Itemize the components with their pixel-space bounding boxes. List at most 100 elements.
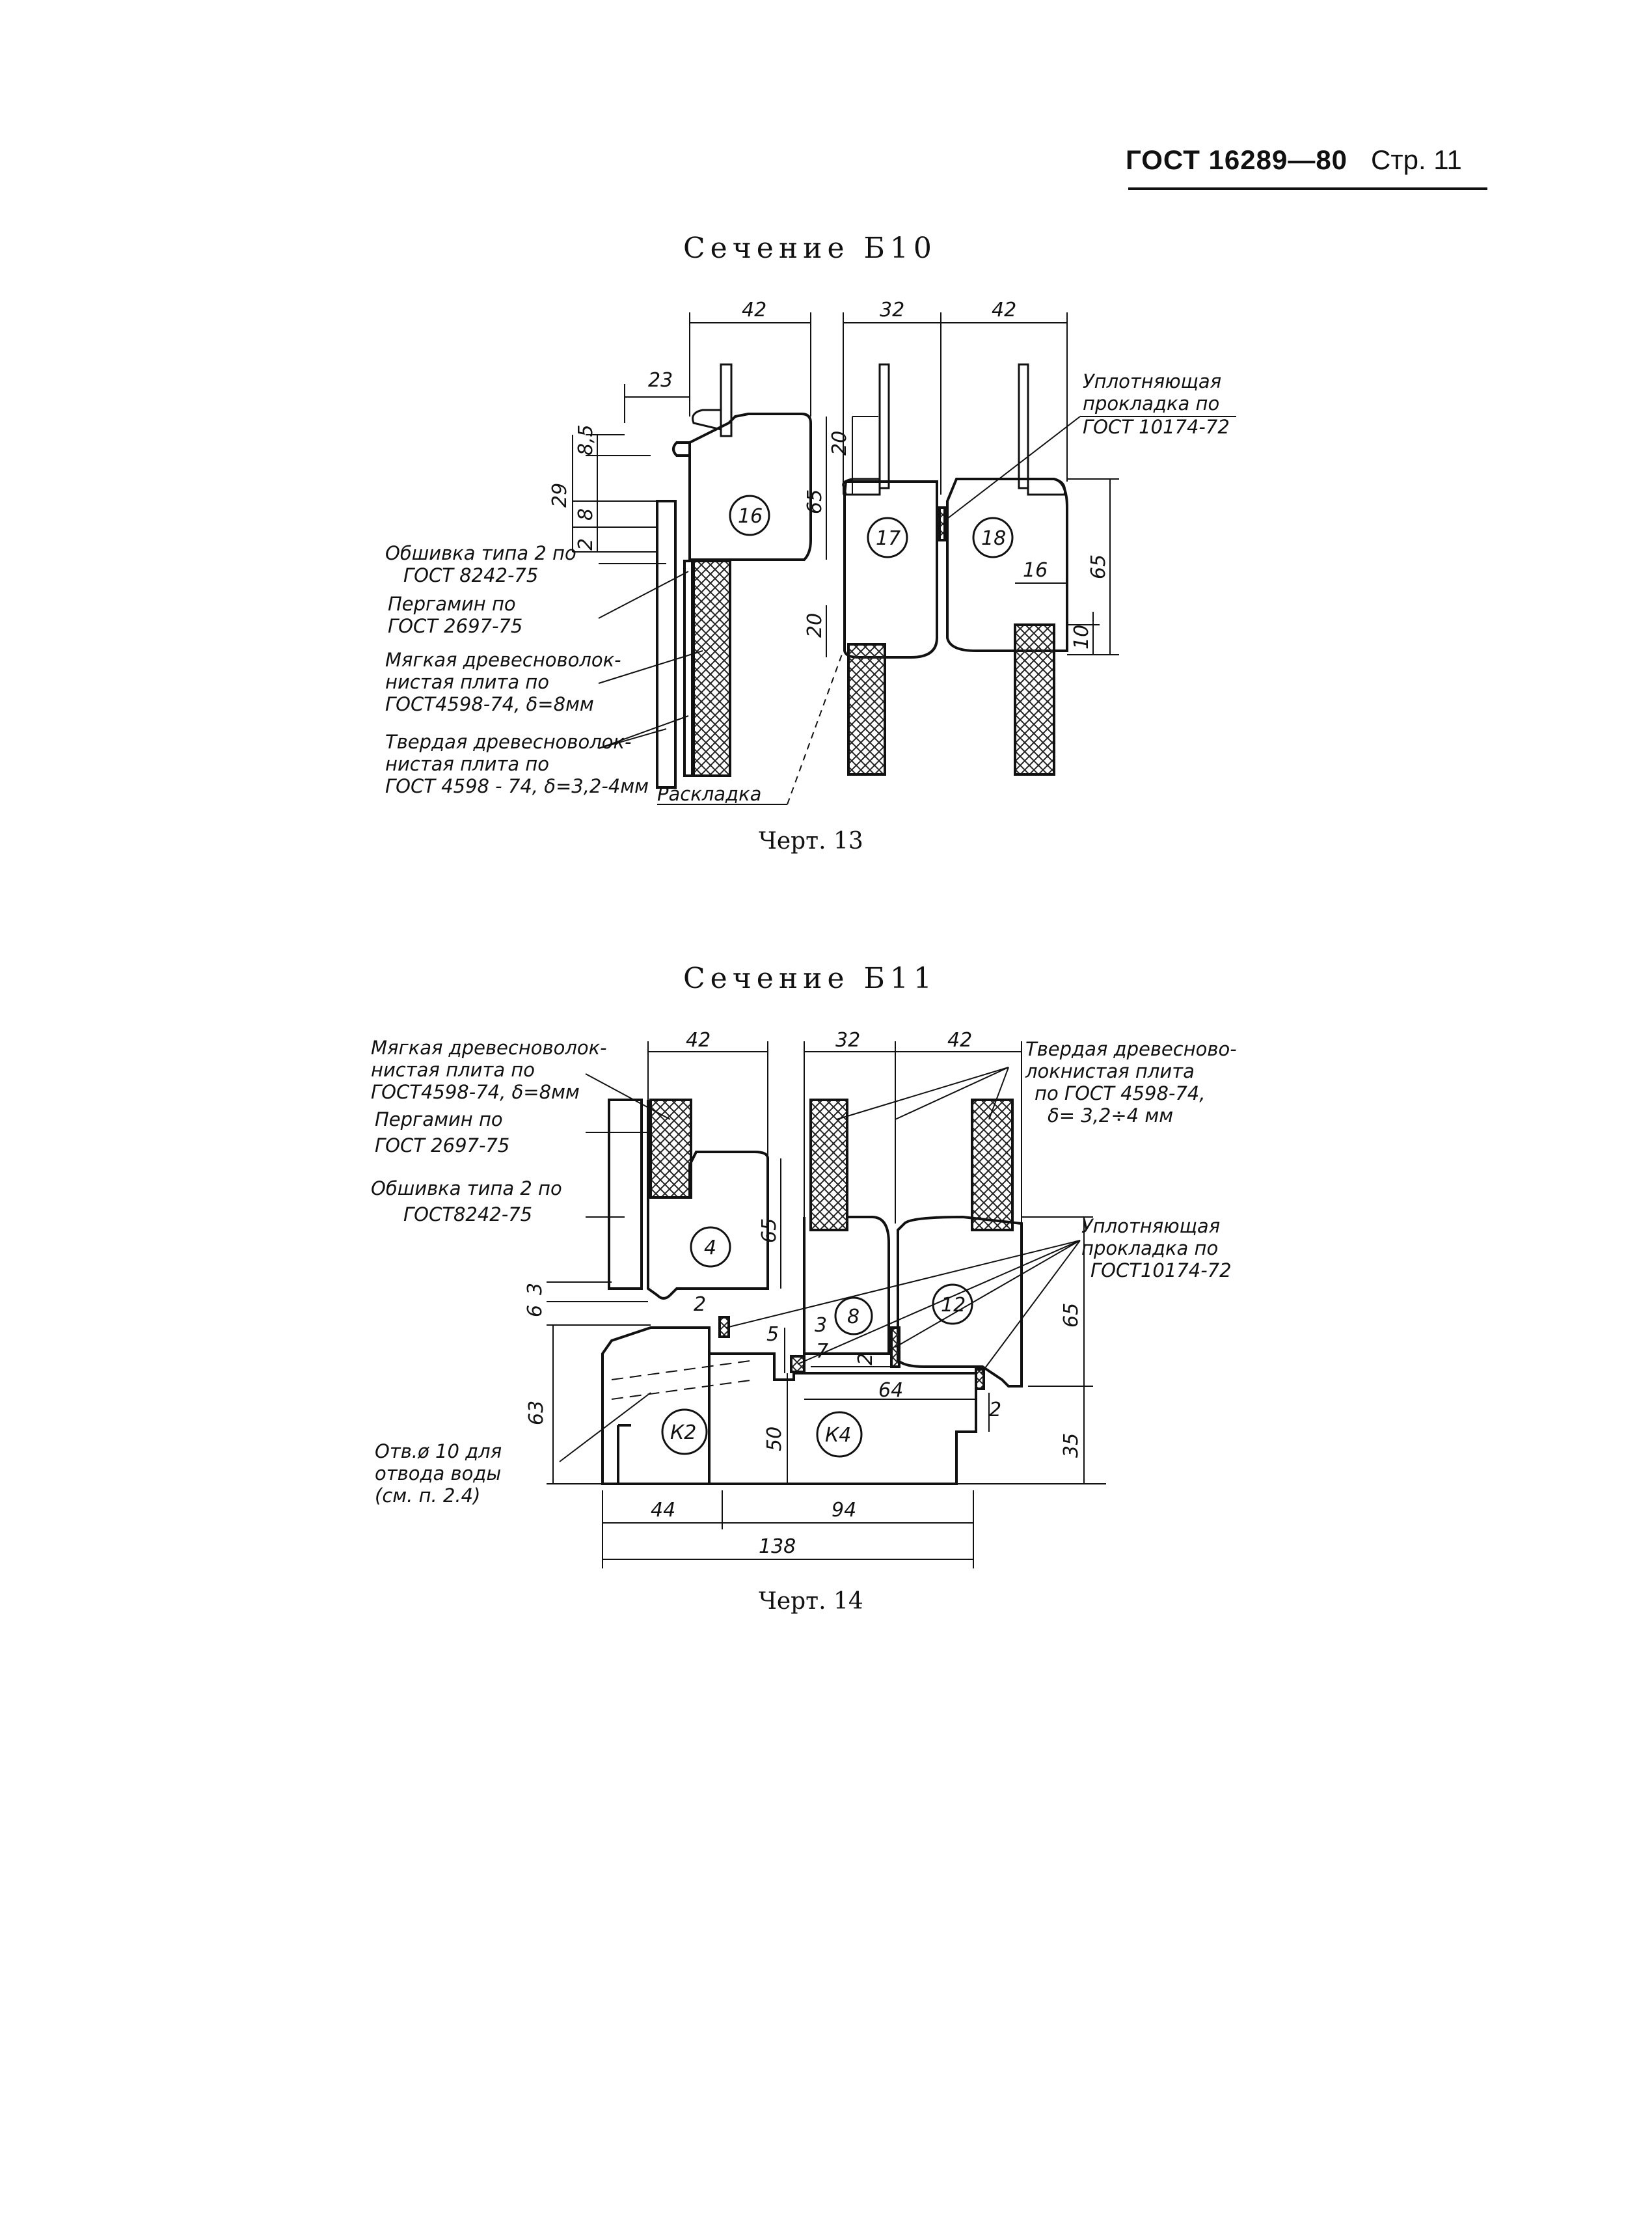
fig14-frame-k4 bbox=[709, 1352, 977, 1485]
fig13-panel-hard bbox=[683, 560, 694, 777]
fig13-dim-20a: 20 bbox=[828, 431, 851, 456]
fig14-cladding-l1: Обшивка типа 2 по bbox=[371, 1177, 562, 1199]
fig13-glass-18 bbox=[1018, 363, 1029, 489]
fig14-seal-l1: Уплотняющая bbox=[1081, 1215, 1220, 1237]
fig13-dim-8: 8 bbox=[575, 508, 597, 521]
fig14-part-12-circle bbox=[932, 1283, 973, 1325]
fig14-dim-35: 35 bbox=[1060, 1433, 1083, 1458]
fig13-dimension-text: 42 32 42 23 8,5 29 8 2 20 65 20 16 65 10… bbox=[385, 299, 1230, 805]
fig14-dim-44: 44 bbox=[651, 1499, 675, 1522]
fig13-cladding-l1: Обшивка типа 2 по bbox=[385, 542, 576, 564]
fig13-drip bbox=[672, 441, 690, 457]
fig13-bead-label: Раскладка bbox=[657, 783, 761, 805]
fig14-dim-2a: 2 bbox=[694, 1293, 706, 1316]
fig13-soft-l3: ГОСТ4598-74, δ=8мм bbox=[385, 693, 594, 715]
fig13-part-16-circle bbox=[729, 495, 770, 536]
fig14-dim-2c: 2 bbox=[989, 1399, 1001, 1421]
fig13-sash-16 bbox=[688, 413, 812, 561]
fig14-dim-32: 32 bbox=[835, 1029, 860, 1052]
fig14-title: Сечение Б11 bbox=[683, 962, 937, 995]
fig13-dim-2: 2 bbox=[575, 538, 597, 551]
fig14-cladding bbox=[608, 1099, 643, 1290]
fig13-seal-l1: Уплотняющая bbox=[1083, 370, 1221, 392]
fig14-dimension-text: 42 32 42 65 6 3 2 63 5 3 7 2 64 50 2 65 … bbox=[371, 1029, 1237, 1558]
fig14-dim-6: 6 bbox=[524, 1305, 547, 1317]
fig14-drain-hole bbox=[611, 1360, 755, 1400]
fig14-sash-8 bbox=[803, 1216, 890, 1355]
fig13-seal bbox=[938, 506, 946, 541]
fig14-part-4-circle bbox=[690, 1226, 731, 1268]
fig14-caption: Черт. 14 bbox=[759, 1588, 863, 1615]
fig13-dim-65a: 65 bbox=[804, 489, 826, 514]
fig14-hard-l4: δ= 3,2÷4 мм bbox=[1048, 1104, 1173, 1127]
fig13-dim-20b: 20 bbox=[804, 613, 826, 638]
fig14-dim-64: 64 bbox=[878, 1379, 903, 1402]
fig14-hard-l1: Твердая древесново- bbox=[1025, 1038, 1237, 1060]
fig13-dim-42b: 42 bbox=[992, 299, 1016, 321]
fig14-seal-l2: прокладка по bbox=[1081, 1237, 1218, 1259]
fig14-dim-63: 63 bbox=[525, 1401, 548, 1425]
fig13-hard-l3: ГОСТ 4598 - 74, δ=3,2-4мм bbox=[385, 775, 649, 797]
fig14-hard-l2: локнистая плита bbox=[1025, 1060, 1195, 1082]
fig14-seal-l3: ГОСТ10174-72 bbox=[1090, 1259, 1232, 1281]
fig14-sash-4 bbox=[647, 1100, 769, 1300]
fig13-dim-42a: 42 bbox=[742, 299, 766, 321]
fig13-seal-l2: прокладка по bbox=[1083, 392, 1219, 415]
fig14-dim-5: 5 bbox=[766, 1323, 779, 1346]
fig14-part-8-circle bbox=[834, 1296, 873, 1335]
fig14-part-4: 4 bbox=[704, 1237, 716, 1259]
fig14-panel-12 bbox=[971, 1099, 1014, 1231]
fig13-part-16: 16 bbox=[738, 505, 763, 528]
fig13-hard-l1: Твердая древесноволок- bbox=[385, 731, 632, 753]
fig13-dim-16: 16 bbox=[1023, 559, 1048, 582]
fig14-dim-2b: 2 bbox=[854, 1353, 877, 1365]
fig14-dim-3b: 3 bbox=[815, 1314, 827, 1337]
fig13-dim-65b: 65 bbox=[1087, 554, 1110, 579]
fig14-dim-3a: 3 bbox=[524, 1283, 547, 1295]
fig14-part-k2-circle bbox=[661, 1408, 708, 1455]
fig14-dim-65b: 65 bbox=[1060, 1303, 1083, 1328]
fig13-part-18: 18 bbox=[981, 527, 1006, 550]
fig13-soft-l2: нистая плита по bbox=[385, 671, 549, 693]
fig13-panel-soft bbox=[692, 560, 731, 777]
fig13-dim-10: 10 bbox=[1070, 625, 1093, 650]
fig14-dim-7: 7 bbox=[816, 1340, 828, 1363]
fig13-dim-29: 29 bbox=[548, 483, 571, 508]
fig14-soft-l1: Мягкая древесноволок- bbox=[371, 1037, 607, 1059]
fig14-part-8: 8 bbox=[847, 1306, 860, 1328]
fig14-dim-94: 94 bbox=[832, 1499, 856, 1522]
fig13-drawing bbox=[656, 363, 1068, 789]
fig13-dim-8-5: 8,5 bbox=[575, 424, 597, 456]
fig14-pergamin-l1: Пергамин по bbox=[375, 1108, 503, 1130]
fig13-pergamin-l1: Пергамин по bbox=[388, 593, 516, 615]
fig14-dim-42b: 42 bbox=[947, 1029, 972, 1052]
fig14-dim-42a: 42 bbox=[686, 1029, 711, 1052]
fig14-dimension-lines bbox=[547, 1041, 1106, 1568]
fig14-soft-l2: нистая плита по bbox=[371, 1059, 535, 1081]
fig14-panel-8 bbox=[809, 1099, 848, 1231]
fig14-dim-50: 50 bbox=[763, 1427, 786, 1451]
fig13-part-18-circle bbox=[972, 517, 1014, 558]
fig14-part-k4: К4 bbox=[825, 1424, 851, 1447]
page-number: Стр. 11 bbox=[1371, 144, 1462, 175]
fig13-hard-l2: нистая плита по bbox=[385, 753, 549, 775]
fig14-sash-12 bbox=[897, 1215, 1023, 1388]
fig13-glass-16 bbox=[720, 363, 733, 437]
fig14-groove bbox=[617, 1424, 631, 1484]
fig13-panel-17 bbox=[847, 643, 886, 776]
fig13-part-17-circle bbox=[867, 517, 908, 558]
fig14-dim-138: 138 bbox=[759, 1535, 796, 1558]
fig13-soft-l1: Мягкая древесноволок- bbox=[385, 649, 621, 671]
fig14-hole-l2: отвода воды bbox=[375, 1462, 501, 1484]
fig13-dim-23: 23 bbox=[648, 369, 673, 392]
fig14-panel-4 bbox=[649, 1099, 692, 1199]
fig14-cladding-l2: ГОСТ8242-75 bbox=[403, 1203, 532, 1225]
fig13-cladding-strip bbox=[656, 500, 677, 789]
fig14-hole-l1: Отв.ø 10 для bbox=[375, 1440, 502, 1462]
fig14-part-12: 12 bbox=[941, 1294, 966, 1317]
fig13-caption: Черт. 13 bbox=[759, 828, 863, 855]
fig13-part-17: 17 bbox=[876, 527, 900, 550]
fig13-dim-32: 32 bbox=[880, 299, 904, 321]
fig13-panel-18 bbox=[1014, 623, 1055, 776]
